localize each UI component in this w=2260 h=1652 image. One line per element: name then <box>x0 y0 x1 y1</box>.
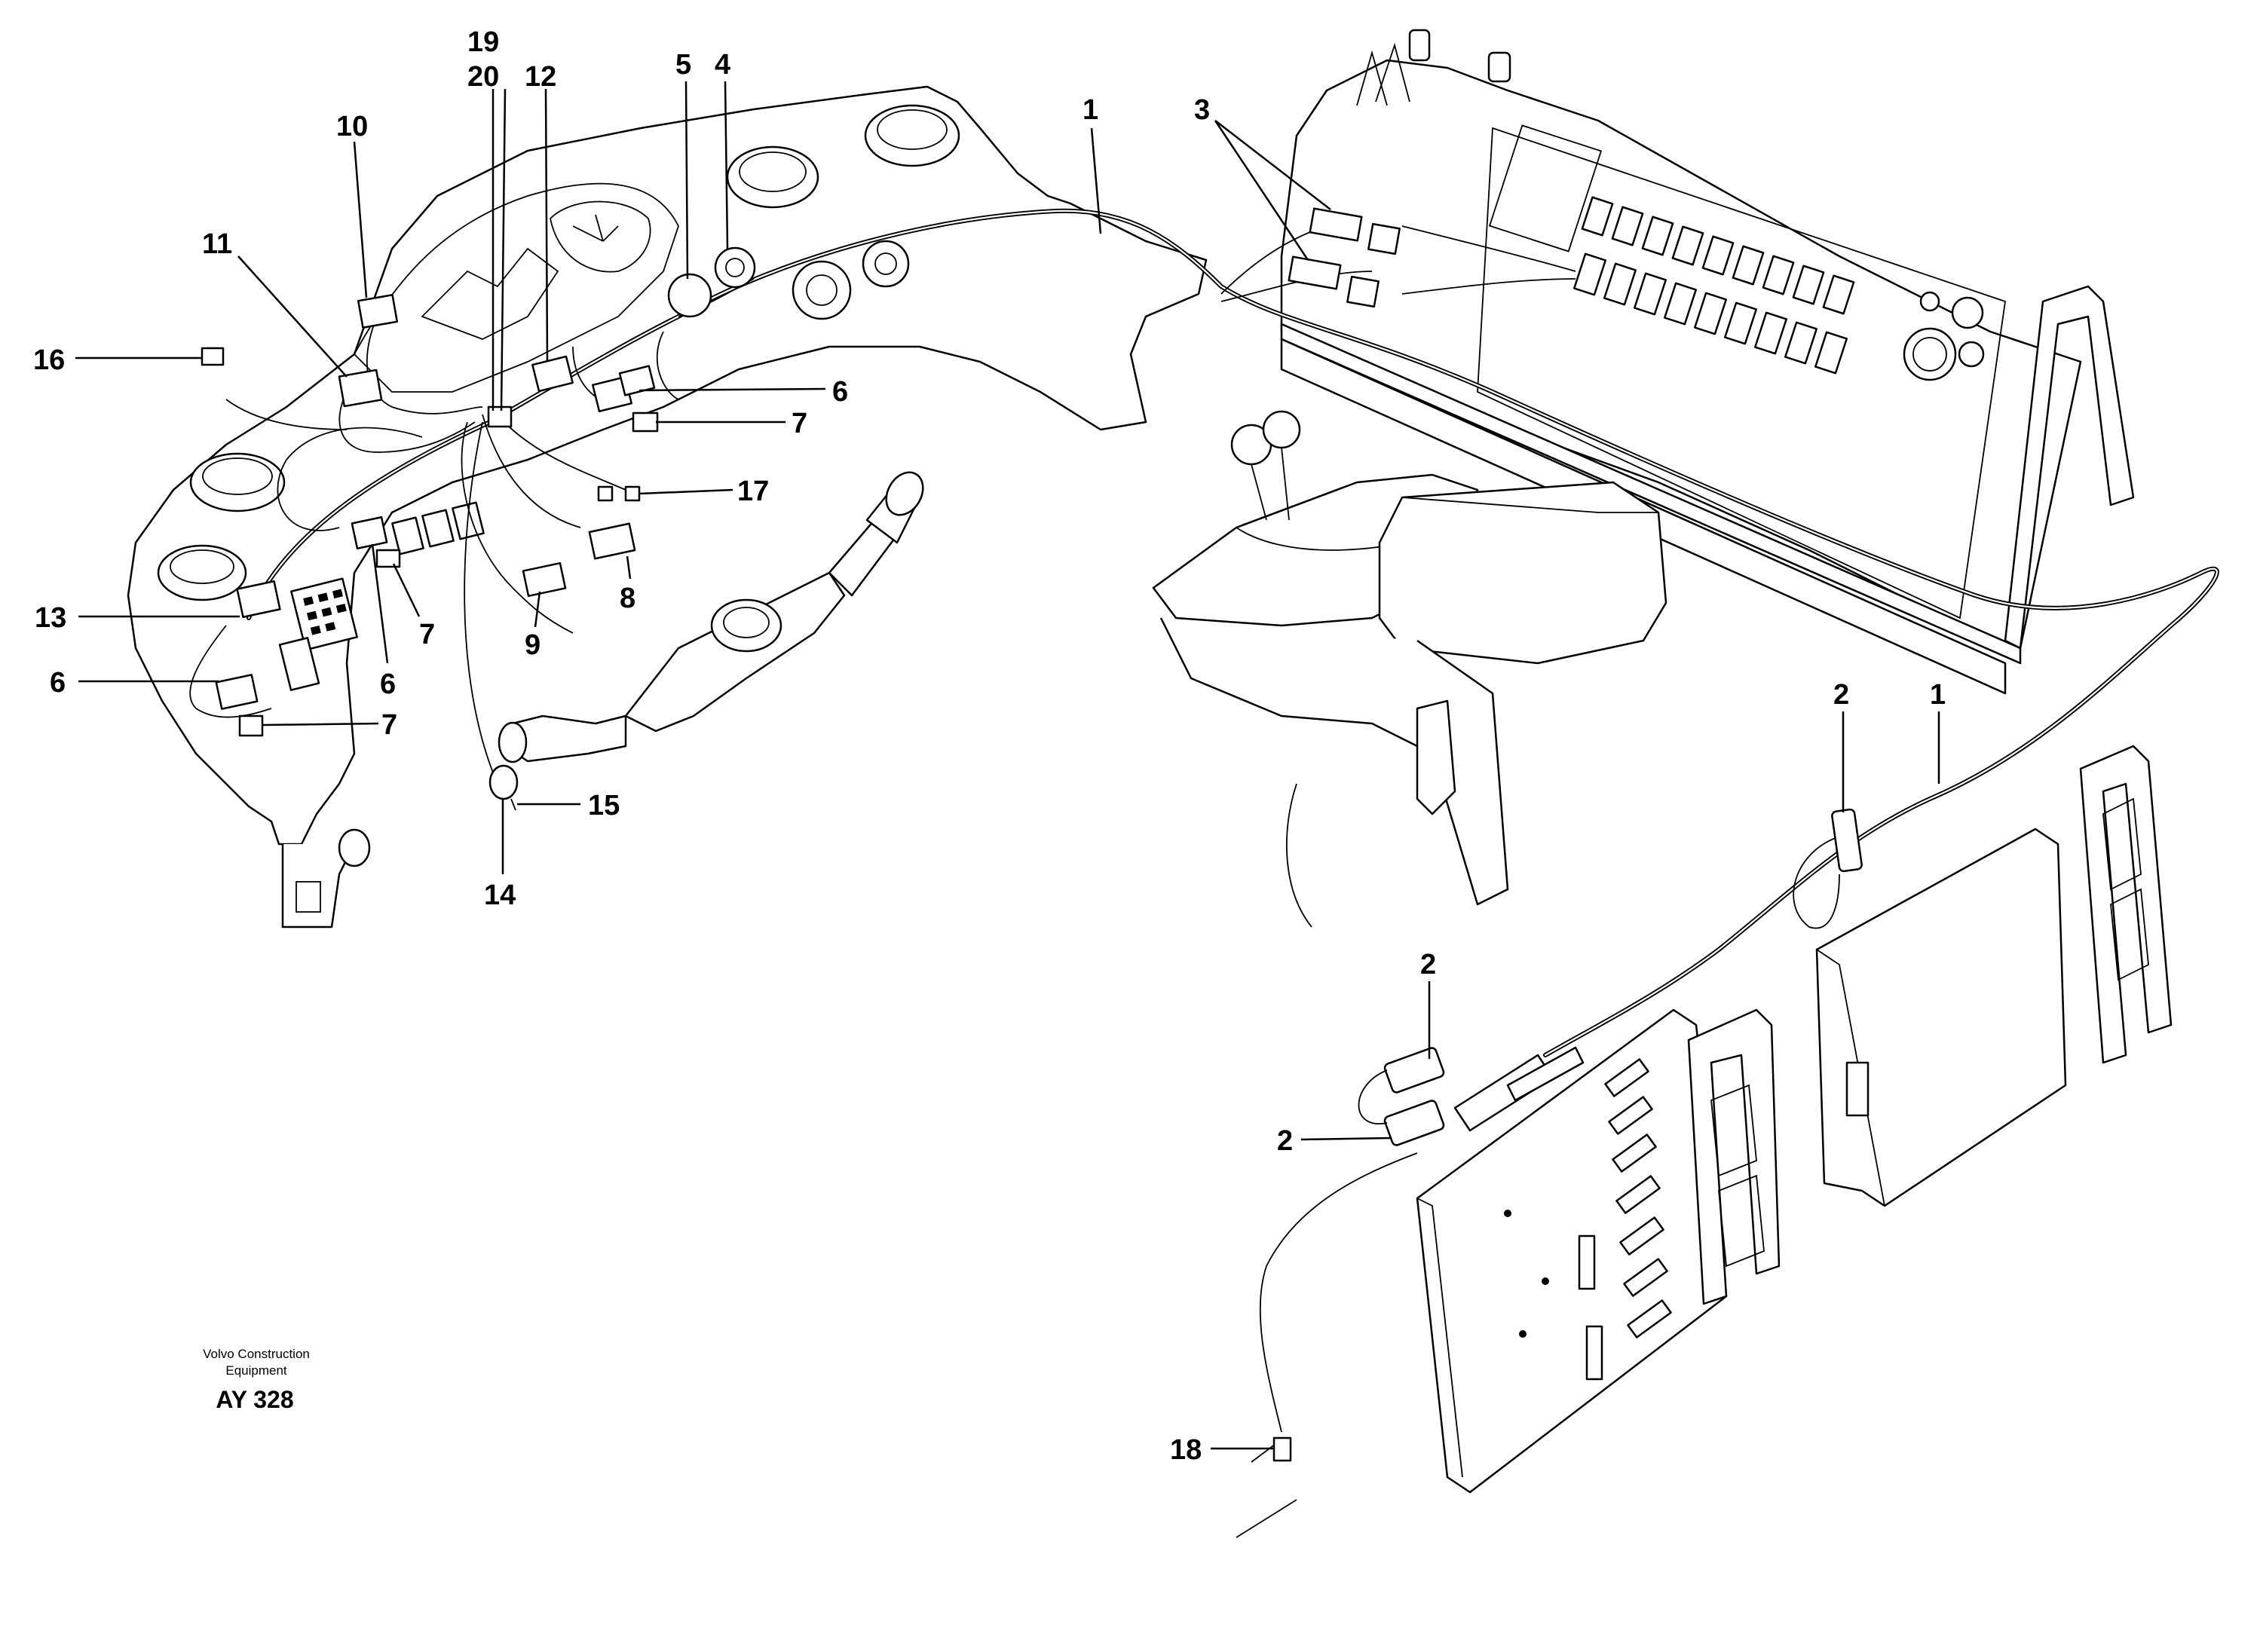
panel-switches <box>1573 196 1855 375</box>
callout-19: 19 <box>467 26 499 58</box>
keypad <box>290 577 358 651</box>
callout-8: 8 <box>620 583 635 614</box>
callout-1a: 1 <box>1083 94 1098 126</box>
callout-5: 5 <box>675 49 691 81</box>
callout-2c: 2 <box>1277 1125 1293 1157</box>
callout-labels: 19 20 12 5 4 1 3 10 11 16 6 7 17 8 9 13 … <box>33 26 1946 1466</box>
side-switch-panel <box>1280 29 2135 695</box>
callout-7a: 7 <box>792 408 807 439</box>
credit-line-2: Equipment <box>225 1363 287 1378</box>
connector-7b <box>375 549 401 568</box>
callout-2b: 2 <box>1420 949 1436 980</box>
callout-20: 20 <box>467 61 499 93</box>
callout-15: 15 <box>588 790 620 821</box>
credit-line-1: Volvo Construction <box>203 1347 310 1361</box>
connector-11 <box>338 369 383 408</box>
callout-7b: 7 <box>419 619 435 650</box>
connector-2b <box>1383 1047 1445 1094</box>
connector-8 <box>588 522 636 560</box>
component-4 <box>714 246 756 289</box>
connector-18 <box>1272 1436 1292 1462</box>
leader-lines <box>75 81 1940 1450</box>
board-chips <box>1578 1058 1672 1381</box>
connector-6b <box>351 515 388 550</box>
wiring-harness <box>189 208 2219 1538</box>
connector-13 <box>236 580 281 619</box>
publisher-credit: Volvo Construction Equipment AY 328 <box>203 1347 310 1413</box>
callout-6c: 6 <box>50 667 66 699</box>
connector-3a <box>1309 207 1363 242</box>
connector-2c <box>1383 1100 1445 1146</box>
connector-17b <box>624 485 641 502</box>
connector-19-20 <box>487 405 513 428</box>
component-5 <box>667 273 712 318</box>
callout-10: 10 <box>336 111 368 142</box>
connector-17a <box>597 485 614 502</box>
callout-6a: 6 <box>832 376 848 408</box>
connector-16 <box>201 347 225 366</box>
callout-9: 9 <box>525 629 541 661</box>
callout-6b: 6 <box>380 668 396 700</box>
connector-6c <box>215 674 259 710</box>
connector-2a <box>1831 808 1863 873</box>
callout-11: 11 <box>202 228 232 260</box>
callout-17: 17 <box>737 476 769 507</box>
connector-7c <box>238 714 264 737</box>
control-seat-armrest <box>1152 410 1667 928</box>
callout-1b: 1 <box>1930 679 1946 711</box>
bulb-socket-14 <box>488 764 519 800</box>
control-units <box>1416 745 2173 1494</box>
callout-7c: 7 <box>381 709 397 741</box>
callout-2a: 2 <box>1833 679 1849 711</box>
multifunction-switch <box>498 471 924 763</box>
connector-10 <box>357 294 399 329</box>
callout-3: 3 <box>1194 94 1210 126</box>
callout-14: 14 <box>484 880 516 911</box>
figure-code: AY 328 <box>216 1386 293 1413</box>
callout-13: 13 <box>35 602 66 634</box>
connector-3b <box>1288 255 1342 290</box>
connector-7a <box>632 411 659 433</box>
callout-16: 16 <box>33 344 65 376</box>
callout-12: 12 <box>525 61 556 93</box>
connectors <box>201 207 1863 1462</box>
dashboard-console <box>127 85 1208 928</box>
callout-4: 4 <box>715 49 730 81</box>
callout-18: 18 <box>1170 1434 1202 1466</box>
connector-12 <box>531 355 574 393</box>
bulb-15 <box>510 798 516 811</box>
connector-9 <box>522 561 567 598</box>
